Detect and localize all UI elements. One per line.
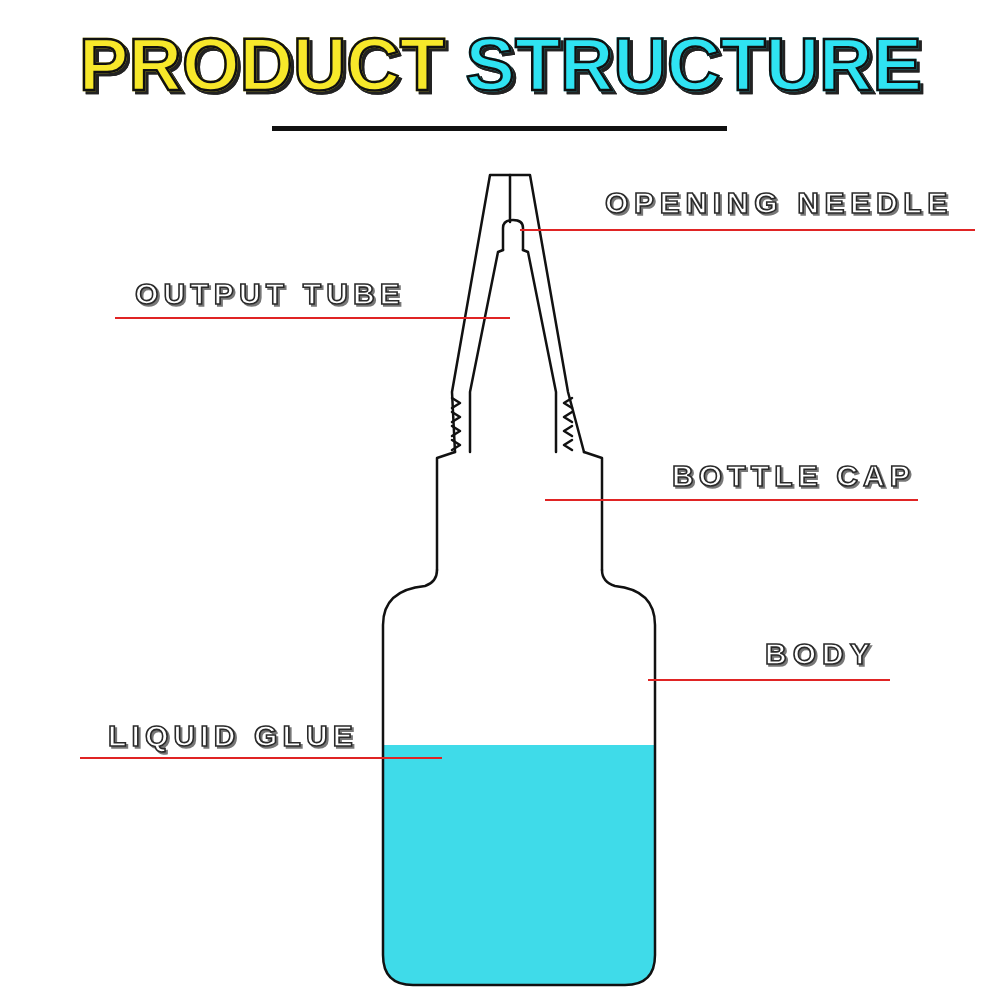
- part-label: BOTTLE CAP: [672, 461, 915, 491]
- screw-thread: [452, 398, 572, 450]
- thread-tooth: [564, 412, 572, 422]
- tube-channel: [470, 250, 556, 452]
- bottle-body: [383, 570, 655, 985]
- output-tube: [452, 175, 584, 452]
- leader-line: [648, 679, 890, 681]
- leader-line: [80, 757, 442, 759]
- thread-tooth: [452, 440, 460, 450]
- opening-needle: [503, 220, 523, 250]
- title-underline: [272, 126, 727, 131]
- liquid-fill: [383, 745, 655, 990]
- leader-line: [115, 317, 510, 319]
- part-label: BODY: [765, 639, 876, 669]
- thread-tooth: [564, 426, 572, 436]
- thread-tooth: [452, 398, 460, 408]
- title: PRODUCT STRUCTURE: [79, 24, 922, 105]
- leader-line: [520, 229, 975, 231]
- part-label: LIQUID GLUE: [108, 721, 358, 751]
- part-label: OPENING NEEDLE: [605, 188, 953, 218]
- thread-tooth: [452, 426, 460, 436]
- leader-line: [545, 499, 918, 501]
- part-label: OUTPUT TUBE: [135, 279, 405, 309]
- bottle-cap: [437, 452, 602, 570]
- nozzle-slit: [509, 175, 512, 222]
- thread-tooth: [564, 398, 572, 408]
- thread-tooth: [452, 412, 460, 422]
- thread-tooth: [564, 440, 572, 450]
